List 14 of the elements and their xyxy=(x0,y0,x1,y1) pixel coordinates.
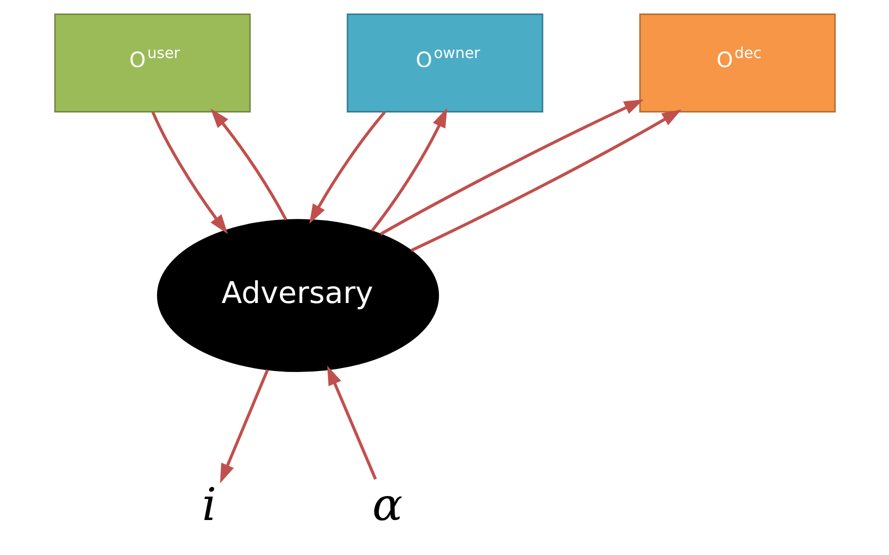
node-text: i xyxy=(202,478,216,531)
arrow xyxy=(210,108,287,221)
arrow xyxy=(379,99,644,236)
node-text: α xyxy=(372,478,402,531)
node-box: O$^{dec}$ xyxy=(638,14,836,112)
arrow xyxy=(308,111,386,224)
node-ellipse: Adversary xyxy=(156,219,438,372)
arrow xyxy=(150,111,228,234)
arrow xyxy=(220,369,268,484)
node-box: O$^{owner}$ xyxy=(346,14,543,112)
arrow xyxy=(326,366,376,480)
arrow xyxy=(410,110,682,252)
node-box: O$^{user}$ xyxy=(54,14,250,112)
arrow xyxy=(370,108,447,232)
